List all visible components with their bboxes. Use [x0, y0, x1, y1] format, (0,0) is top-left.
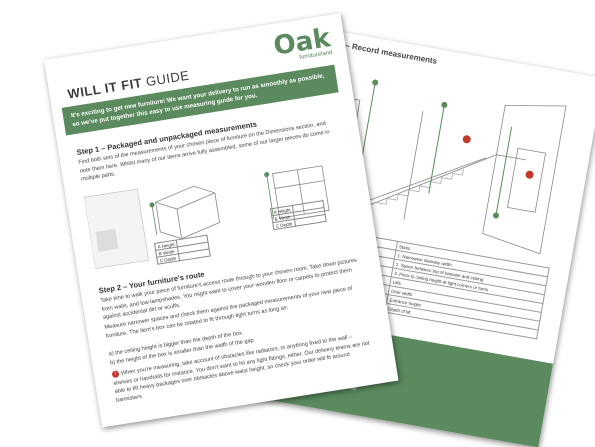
front-page: Oak furnitureland WILL IT FIT GUIDE It's… [44, 13, 399, 428]
warning-icon [525, 170, 534, 179]
marker-dot [372, 79, 379, 86]
warning-icon: ! [111, 370, 120, 379]
oak-logo: Oak furnitureland [271, 23, 333, 62]
furniture-illustration [83, 165, 330, 269]
